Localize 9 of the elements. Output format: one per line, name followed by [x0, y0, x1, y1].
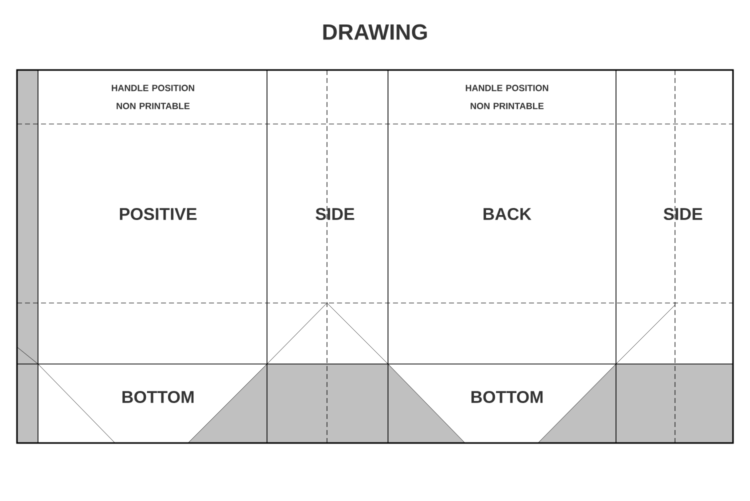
panel-label: BOTTOM: [122, 390, 194, 404]
panel-label: BACK: [484, 208, 532, 220]
panel-label: SIDE: [664, 208, 702, 220]
panel-label: SIDE: [316, 208, 354, 220]
panel-label: POSITIVE: [120, 208, 197, 220]
handle-note: HANDLE POSITION NON PRINTABLE: [466, 84, 548, 110]
panel-label: BOTTOM: [471, 390, 543, 404]
handle-note: HANDLE POSITION NON PRINTABLE: [112, 84, 194, 110]
title: DRAWING: [323, 24, 427, 40]
